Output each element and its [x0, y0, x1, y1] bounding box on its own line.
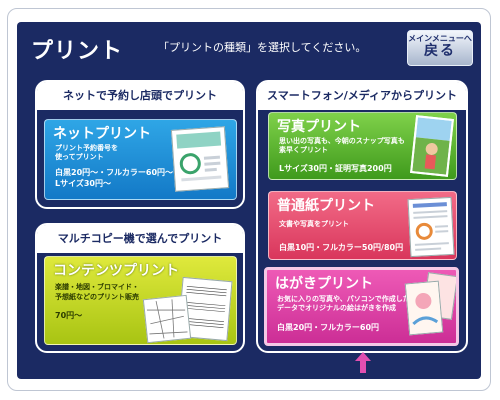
contents-print-desc-2: 予想紙などのプリント販売 [55, 293, 139, 301]
plain-paper-print-desc: 文書や写真をプリント [279, 220, 349, 228]
net-print-desc-2: 使ってプリント [55, 153, 104, 161]
net-print-button[interactable]: ネットプリント プリント予約番号を 使ってプリント 白黒20円〜・フルカラー60… [44, 119, 237, 200]
photo-print-desc-2: 素早くプリント [279, 146, 328, 154]
smartphone-media-heading: スマートフォン/メディアからプリント [258, 82, 466, 110]
postcard-print-button[interactable]: はがきプリント お気に入りの写真や、パソコンで作成した データでオリジナルの絵は… [264, 267, 459, 346]
map-thumbnail [142, 294, 192, 344]
photo-print-button[interactable]: 写真プリント 思い出の写真も、今朝のスナップ写真も 素早くプリント Lサイズ30… [268, 112, 457, 180]
back-button-label: 戻る [424, 43, 456, 59]
document-thumbnail [407, 196, 455, 258]
postcard-thumbnail [404, 280, 444, 336]
net-print-document-thumbnail [170, 126, 230, 192]
multicopy-heading: マルチコピー機で選んでプリント [37, 225, 243, 253]
net-print-price-2: Lサイズ30円〜 [55, 179, 111, 188]
net-print-title: ネットプリント [53, 126, 151, 142]
page-title: プリント [31, 39, 124, 64]
photo-print-title: 写真プリント [277, 119, 361, 135]
selection-arrow-icon [355, 352, 371, 361]
sheet-music-thumbnail [177, 276, 233, 342]
net-reservation-heading: ネットで予約し店頭でプリント [37, 82, 243, 110]
net-print-price-1: 白黒20円〜・フルカラー60円〜 [55, 168, 174, 177]
net-print-desc-1: プリント予約番号を [55, 144, 118, 152]
postcard-print-desc-2: データでオリジナルの絵はがきを作成 [277, 304, 396, 312]
plain-paper-print-button[interactable]: 普通紙プリント 文書や写真をプリント 白黒10円・フルカラー50円/80円 [268, 191, 457, 260]
back-to-main-menu-button[interactable]: メインメニューへ 戻る [407, 30, 473, 66]
photo-print-price: Lサイズ30円・証明写真200円 [279, 164, 392, 173]
plain-paper-print-price: 白黒10円・フルカラー50円/80円 [279, 243, 404, 252]
plain-paper-print-title: 普通紙プリント [277, 198, 375, 214]
postcard-print-desc-1: お気に入りの写真や、パソコンで作成した [277, 295, 410, 303]
contents-print-price: 70円〜 [55, 311, 83, 320]
photo-print-desc-1: 思い出の写真も、今朝のスナップ写真も [279, 137, 405, 145]
postcard-print-price: 白黒20円・フルカラー60円 [277, 323, 380, 332]
contents-print-desc-1: 楽譜・地図・ブロマイド・ [55, 283, 139, 291]
selection-arrow-stem [360, 361, 366, 373]
back-button-caption: メインメニューへ [408, 34, 472, 43]
contents-print-button[interactable]: コンテンツプリント 楽譜・地図・ブロマイド・ 予想紙などのプリント販売 70円〜 [44, 256, 237, 345]
photo-thumbnail [410, 115, 454, 177]
instruction-text: 「プリントの種類」を選択してください。 [158, 41, 367, 54]
contents-print-title: コンテンツプリント [53, 263, 179, 279]
postcard-print-title: はがきプリント [275, 276, 373, 292]
